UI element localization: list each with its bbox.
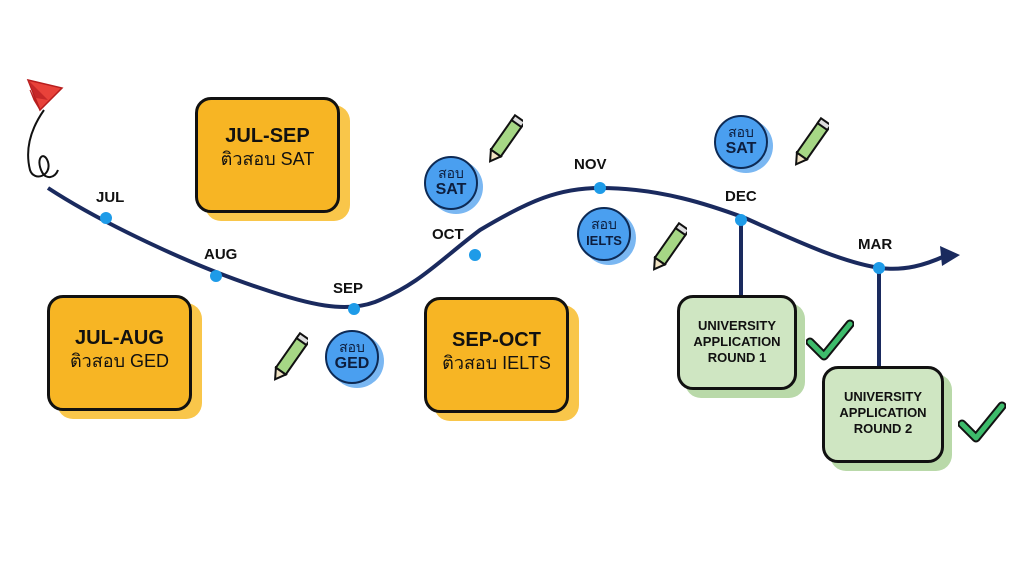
app-round2-line1: UNIVERSITY bbox=[843, 389, 922, 404]
nov-dot bbox=[594, 182, 606, 194]
pencil-icon bbox=[488, 113, 523, 163]
card-sep-oct: SEP-OCT ติวสอบ IELTS bbox=[424, 297, 569, 413]
card-jul-aug: JUL-AUG ติวสอบ GED bbox=[47, 295, 192, 411]
card-jul-sep-title: JUL-SEP bbox=[225, 125, 310, 147]
exam-sat-dec-line1: สอบ bbox=[728, 124, 754, 140]
exam-bubble-sat-oct: สอบ SAT bbox=[424, 156, 478, 210]
app-round1-line2: APPLICATION bbox=[693, 334, 781, 349]
mar-dot bbox=[873, 262, 885, 274]
card-jul-sep-subtitle: ติวสอบ SAT bbox=[220, 149, 315, 169]
app-round1-line1: UNIVERSITY bbox=[697, 318, 776, 333]
app-round2-line3: ROUND 2 bbox=[853, 421, 913, 436]
card-application-round2: UNIVERSITY APPLICATION ROUND 2 bbox=[822, 366, 944, 463]
arrow-head-icon bbox=[940, 246, 960, 266]
pencil-icon bbox=[273, 331, 308, 381]
month-label-mar: MAR bbox=[858, 236, 893, 253]
month-label-jul: JUL bbox=[96, 189, 125, 206]
card-application-round1: UNIVERSITY APPLICATION ROUND 1 bbox=[677, 295, 797, 390]
exam-sat-oct-line2: SAT bbox=[435, 181, 467, 198]
exam-bubble-sat-dec: สอบ SAT bbox=[714, 115, 768, 169]
app-round1-line3: ROUND 1 bbox=[707, 350, 767, 365]
exam-bubble-ielts: สอบ IELTS bbox=[577, 207, 631, 261]
exam-ged-line2: GED bbox=[334, 355, 370, 372]
aug-dot bbox=[210, 270, 222, 282]
dec-dot bbox=[735, 214, 747, 226]
month-label-aug: AUG bbox=[204, 246, 238, 263]
card-sep-oct-subtitle: ติวสอบ IELTS bbox=[442, 353, 551, 373]
paper-plane-icon bbox=[26, 78, 64, 112]
pencil-icon bbox=[794, 116, 829, 166]
card-sep-oct-title: SEP-OCT bbox=[452, 329, 541, 351]
pencil-icon bbox=[652, 221, 687, 271]
oct-dot bbox=[469, 249, 481, 261]
check-mark-icon bbox=[806, 319, 854, 361]
card-jul-aug-title: JUL-AUG bbox=[75, 327, 164, 349]
jul-dot bbox=[100, 212, 112, 224]
month-label-oct: OCT bbox=[432, 226, 464, 243]
exam-ged-line1: สอบ bbox=[339, 339, 365, 355]
month-label-dec: DEC bbox=[725, 188, 757, 205]
scribble-line bbox=[27, 109, 59, 178]
exam-bubble-ged: สอบ GED bbox=[325, 330, 379, 384]
check-mark-icon bbox=[958, 401, 1006, 443]
exam-sat-oct-line1: สอบ bbox=[438, 165, 464, 181]
exam-ielts-line2: IELTS bbox=[586, 233, 622, 248]
card-jul-aug-subtitle: ติวสอบ GED bbox=[69, 351, 170, 371]
exam-ielts-line1: สอบ bbox=[591, 216, 617, 232]
app-round2-line2: APPLICATION bbox=[839, 405, 927, 420]
sep-dot bbox=[348, 303, 360, 315]
exam-sat-dec-line2: SAT bbox=[725, 140, 757, 157]
card-jul-sep: JUL-SEP ติวสอบ SAT bbox=[195, 97, 340, 213]
timeline-curve bbox=[46, 185, 946, 309]
month-label-nov: NOV bbox=[574, 156, 607, 173]
month-label-sep: SEP bbox=[333, 280, 364, 297]
